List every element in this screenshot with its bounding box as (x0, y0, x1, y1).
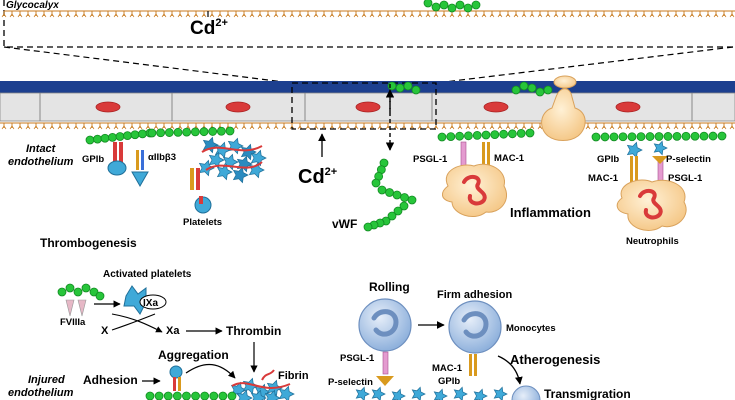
adhesion-label: Adhesion (83, 373, 138, 387)
zoom-region (291, 82, 437, 130)
neutrophil-cell (442, 163, 508, 217)
aiibb3-receptor (131, 150, 149, 188)
inflammation-label: Inflammation (510, 205, 591, 220)
psgl1-label-b: PSGL-1 (668, 173, 703, 184)
ixa-label: IXa (143, 298, 158, 309)
neutrophils-label: Neutrophils (626, 236, 679, 247)
gpib-label: GPIb (82, 154, 104, 165)
blood-vessel-wall (0, 81, 735, 130)
vwf-label: vWF (332, 217, 357, 231)
endothelial-nuclei (95, 101, 641, 113)
fviiia-label: FVIIIa (60, 317, 86, 328)
atherogenesis-label: Atherogenesis (510, 352, 600, 367)
aggregation-label: Aggregation (158, 348, 229, 362)
rolling-monocyte (358, 298, 412, 352)
firm-adhesion-label: Firm adhesion (437, 289, 512, 301)
psgl1-label-a: PSGL-1 (413, 154, 448, 165)
neutrophil-cell-2 (616, 179, 687, 231)
fibrin-label: Fibrin (278, 370, 309, 382)
psgl1-label-c: PSGL-1 (340, 353, 375, 364)
thrombogenesis-label: Thrombogenesis (40, 236, 137, 250)
adhering-platelet (169, 365, 183, 391)
vwf-strand-top (423, 0, 481, 13)
mac1-label-b: MAC-1 (588, 173, 619, 184)
p-selectin-label: P-selectin (666, 154, 711, 165)
platelets-label: Platelets (183, 217, 222, 228)
platelet-aggregate (198, 136, 267, 184)
monocytes-label: Monocytes (506, 323, 556, 334)
transmigration-label: Transmigration (544, 387, 631, 400)
p-selectin-label-c: P-selectin (328, 377, 373, 388)
firm-adhesion-monocyte (448, 300, 502, 354)
transmigrating-monocyte (511, 385, 541, 400)
mac1-label-a: MAC-1 (494, 153, 525, 164)
rolling-label: Rolling (369, 280, 410, 294)
thrombin-label: Thrombin (226, 324, 281, 338)
coagulation-cascade: Activated platelets IXa FVIIIa X Xa Thro… (8, 269, 309, 400)
factor-x-label: X (101, 325, 109, 337)
cadmium-label-vessel: Cd2+ (298, 166, 337, 188)
atherogenesis-panel: Rolling Firm adhesion Monocytes PSGL-1 P… (328, 280, 631, 400)
glycocalyx-ticks-bottom (1, 123, 735, 130)
mac1-label-c: MAC-1 (432, 363, 463, 374)
vwf-strands: vWF (332, 81, 553, 232)
activated-platelets-label: Activated platelets (103, 269, 192, 280)
glycocalyx-label: Glycocalyx (6, 0, 59, 11)
factor-xa-label: Xa (166, 325, 180, 337)
gpib-label-b: GPIb (597, 154, 619, 165)
platelet-adhesion-panel: GPIb αIIbβ3 Platelets Thrombogenesis (40, 126, 267, 250)
aiibb3-label: αIIbβ3 (148, 152, 176, 163)
gpib-receptor (107, 142, 127, 176)
bottom-platelet-aggregate (145, 377, 295, 400)
platelet-receptor-pair (190, 168, 212, 214)
glycocalyx-ticks (1, 11, 735, 18)
atherogenesis-platelets (355, 386, 508, 400)
inflammation-panel: PSGL-1 MAC-1 Inflammation GPIb P-selecti… (413, 75, 727, 247)
gpib-label-c: GPIb (438, 376, 460, 387)
glycocalyx-zoom-box: Glycocalyx Cd2+ (1, 0, 735, 84)
migrating-neutrophil (541, 88, 586, 141)
cadmium-label-top: Cd2+ (190, 17, 228, 39)
